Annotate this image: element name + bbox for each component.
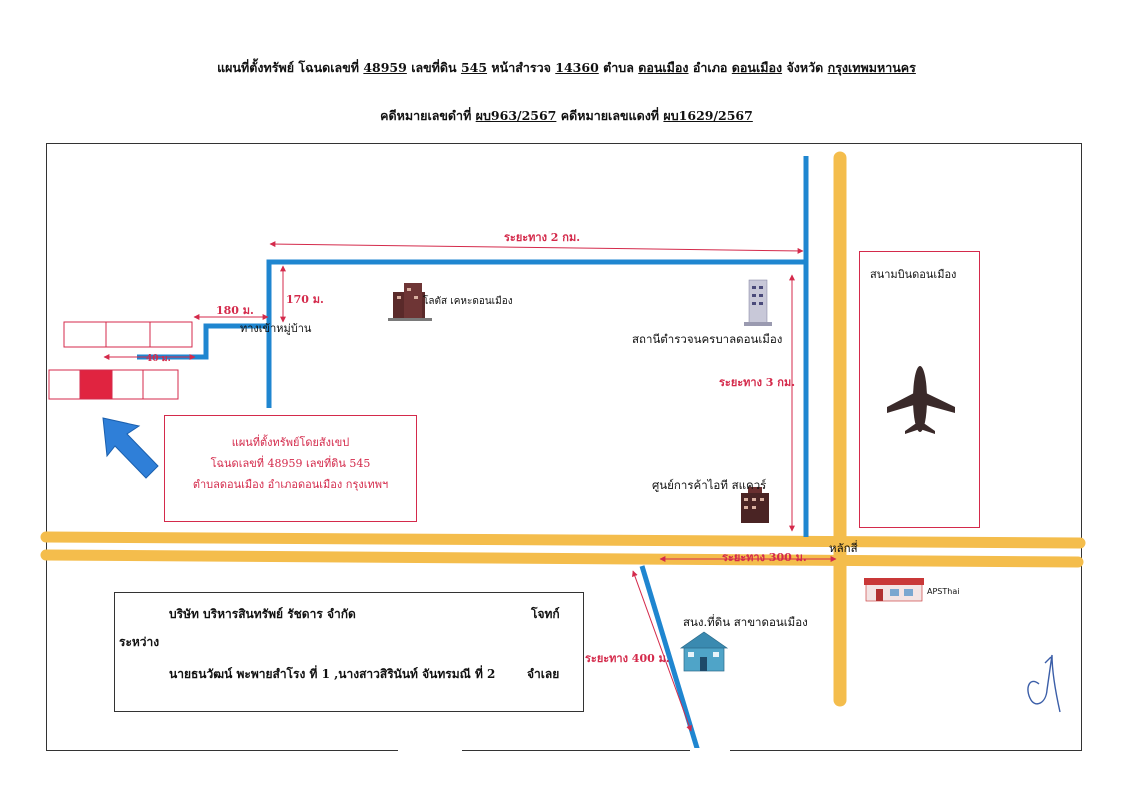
black-case-number: ผบ963/2567	[475, 108, 557, 123]
red-case-number: ผบ1629/2567	[663, 108, 753, 123]
label-distance-2km: ระยะทาง 2 กม.	[504, 231, 581, 244]
label-police-station: สถานีตำรวจนครบาลดอนเมือง	[632, 332, 783, 346]
defendants: นายธนวัฒน์ พะพายสำโรง ที่ 1 ,นางสาวสิริน…	[169, 667, 496, 681]
building-icon	[388, 283, 432, 321]
survey-number: 14360	[555, 60, 599, 75]
shop-icon	[864, 578, 924, 602]
land-number: 545	[460, 60, 488, 75]
between-label: ระหว่าง	[119, 635, 160, 649]
district: ดอนเมือง	[731, 60, 783, 75]
target-plot	[79, 369, 113, 400]
arrow-400m	[632, 570, 692, 732]
label-distance-300m: ระยะทาง 300 ม.	[722, 551, 807, 564]
summary-line-1: แผนที่ตั้งทรัพย์โดยสังเขป	[231, 436, 350, 449]
label-distance-3km: ระยะทาง 3 กม.	[719, 376, 796, 389]
house-icon	[679, 631, 729, 672]
airplane-icon	[887, 366, 955, 434]
arrow-2km	[269, 241, 804, 254]
label-village-entrance: ทางเข้าหมู่บ้าน	[240, 322, 312, 335]
label-170m: 170 ม.	[286, 293, 324, 306]
plaintiff-company: บริษัท บริหารสินทรัพย์ รัชดาร จำกัด	[169, 607, 356, 621]
label-distance-400m: ระยะทาง 400 ม.	[585, 652, 670, 665]
road-horizontal-upper	[40, 531, 1086, 549]
province: กรุงเทพมหานคร	[827, 60, 916, 75]
summary-line-2: โฉนดเลขที่ 48959 เลขที่ดิน 545	[210, 457, 371, 470]
label-180m: 180 ม.	[216, 304, 254, 317]
summary-line-3: ตำบลดอนเมือง อำเภอดอนเมือง กรุงเทพฯ	[192, 478, 389, 491]
label-airport: สนามบินดอนเมือง	[870, 268, 957, 281]
defendant-label: จำเลย	[527, 667, 560, 681]
case-info-box: บริษัท บริหารสินทรัพย์ รัชดาร จำกัด โจทก…	[114, 592, 584, 712]
arrow-icon	[102, 417, 159, 479]
road-horizontal-lower	[40, 549, 1084, 568]
airport-box: สนามบินดอนเมือง	[859, 251, 980, 528]
label-land-office: สนง.ที่ดิน สาขาดอนเมือง	[683, 615, 808, 629]
building-icon-it-square	[741, 487, 769, 523]
label-lotus: โลตัส เคหะดอนเมือง	[423, 296, 513, 307]
summary-box: แผนที่ตั้งทรัพย์โดยสังเขป โฉนดเลขที่ 489…	[164, 415, 417, 522]
header-line-2: คดีหมายเลขดำที่ ผบ963/2567 คดีหมายเลขแดง…	[380, 108, 753, 123]
label-it-square: ศูนย์การค้าไอที สแควร์	[652, 478, 767, 492]
subdistrict: ดอนเมือง	[638, 60, 689, 75]
deed-number: 48959	[363, 60, 407, 75]
label-laksi: หลักสี่	[829, 541, 858, 555]
label-apsthai: APSThai	[927, 587, 960, 596]
signature-mark	[1027, 654, 1061, 713]
label-40m: 40 ม.	[146, 354, 171, 364]
plaintiff-label: โจทก์	[531, 607, 560, 621]
header-line-1: แผนที่ตั้งทรัพย์ โฉนดเลขที่ 48959 เลขที่…	[217, 60, 916, 75]
plot-row-lower	[48, 369, 179, 400]
plot-row-upper	[63, 321, 193, 348]
tower-icon	[744, 279, 772, 326]
map-frame	[46, 143, 1082, 751]
